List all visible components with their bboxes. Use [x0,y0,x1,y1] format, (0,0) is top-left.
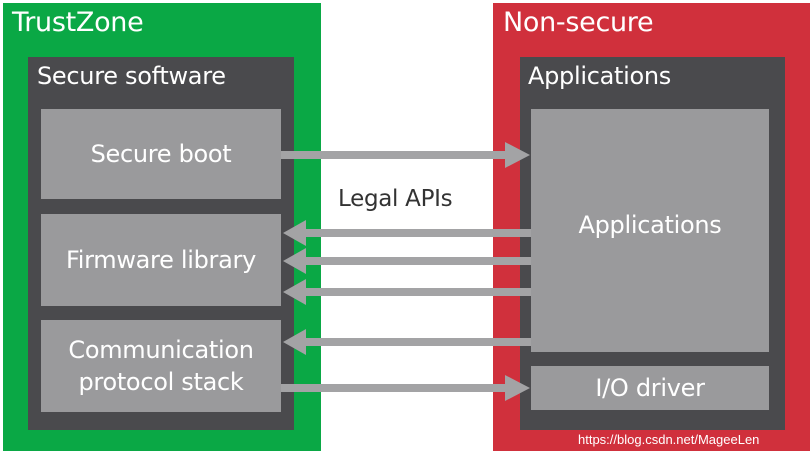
legal-apis-label: Legal APIs [338,186,453,212]
io-driver-label: I/O driver [595,373,705,402]
trustzone-title: TrustZone [12,7,144,38]
communication-label-line2: protocol stack [78,368,244,396]
communication-protocol-stack-box: Communication protocol stack [41,320,281,412]
applications-box: Applications [531,109,769,352]
firmware-library-label: Firmware library [65,245,257,274]
communication-label-line1: Communication [68,335,254,364]
secure-boot-box: Secure boot [41,109,281,199]
secure-software-title: Secure software [37,62,226,90]
applications-panel-title: Applications [528,62,672,90]
watermark-text: https://blog.csdn.net/MageeLen [578,432,760,447]
nonsecure-title: Non-secure [503,7,654,38]
firmware-library-box: Firmware library [41,214,281,306]
io-driver-box: I/O driver [531,366,769,410]
secure-boot-label: Secure boot [90,139,232,168]
applications-label: Applications [578,211,722,240]
